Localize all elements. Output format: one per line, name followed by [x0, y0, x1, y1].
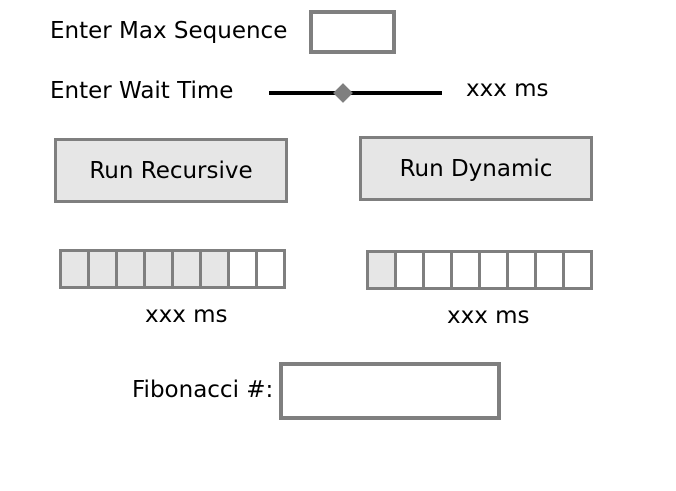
fibonacci-output: [279, 362, 501, 420]
max-sequence-label: Enter Max Sequence: [50, 18, 288, 44]
recursive-progress-bar: [59, 249, 286, 289]
wait-time-label: Enter Wait Time: [50, 78, 234, 104]
run-dynamic-button[interactable]: Run Dynamic: [359, 136, 593, 201]
max-sequence-input[interactable]: [309, 10, 396, 54]
recursive-progress-segment: [258, 252, 283, 286]
dynamic-progress-segment: [481, 253, 506, 287]
recursive-progress-segment: [202, 252, 227, 286]
dynamic-progress-segment: [565, 253, 590, 287]
fibonacci-label: Fibonacci #:: [132, 377, 274, 403]
dynamic-progress-segment: [425, 253, 450, 287]
dynamic-progress-bar: [366, 250, 593, 290]
dynamic-progress-segment: [453, 253, 478, 287]
dynamic-progress-segment: [397, 253, 422, 287]
slider-thumb[interactable]: [333, 83, 354, 103]
run-recursive-button[interactable]: Run Recursive: [54, 138, 288, 203]
dynamic-progress-segment: [537, 253, 562, 287]
recursive-time-label: xxx ms: [145, 302, 228, 328]
dynamic-time-label: xxx ms: [447, 303, 530, 329]
recursive-progress-segment: [230, 252, 255, 286]
recursive-progress-segment: [146, 252, 171, 286]
recursive-progress-segment: [118, 252, 143, 286]
wait-time-slider[interactable]: [269, 80, 442, 106]
dynamic-progress-segment: [509, 253, 534, 287]
recursive-progress-segment: [62, 252, 87, 286]
recursive-progress-segment: [90, 252, 115, 286]
wait-time-value: xxx ms: [466, 76, 549, 102]
recursive-progress-segment: [174, 252, 199, 286]
dynamic-progress-segment: [369, 253, 394, 287]
slider-track[interactable]: [269, 91, 442, 95]
